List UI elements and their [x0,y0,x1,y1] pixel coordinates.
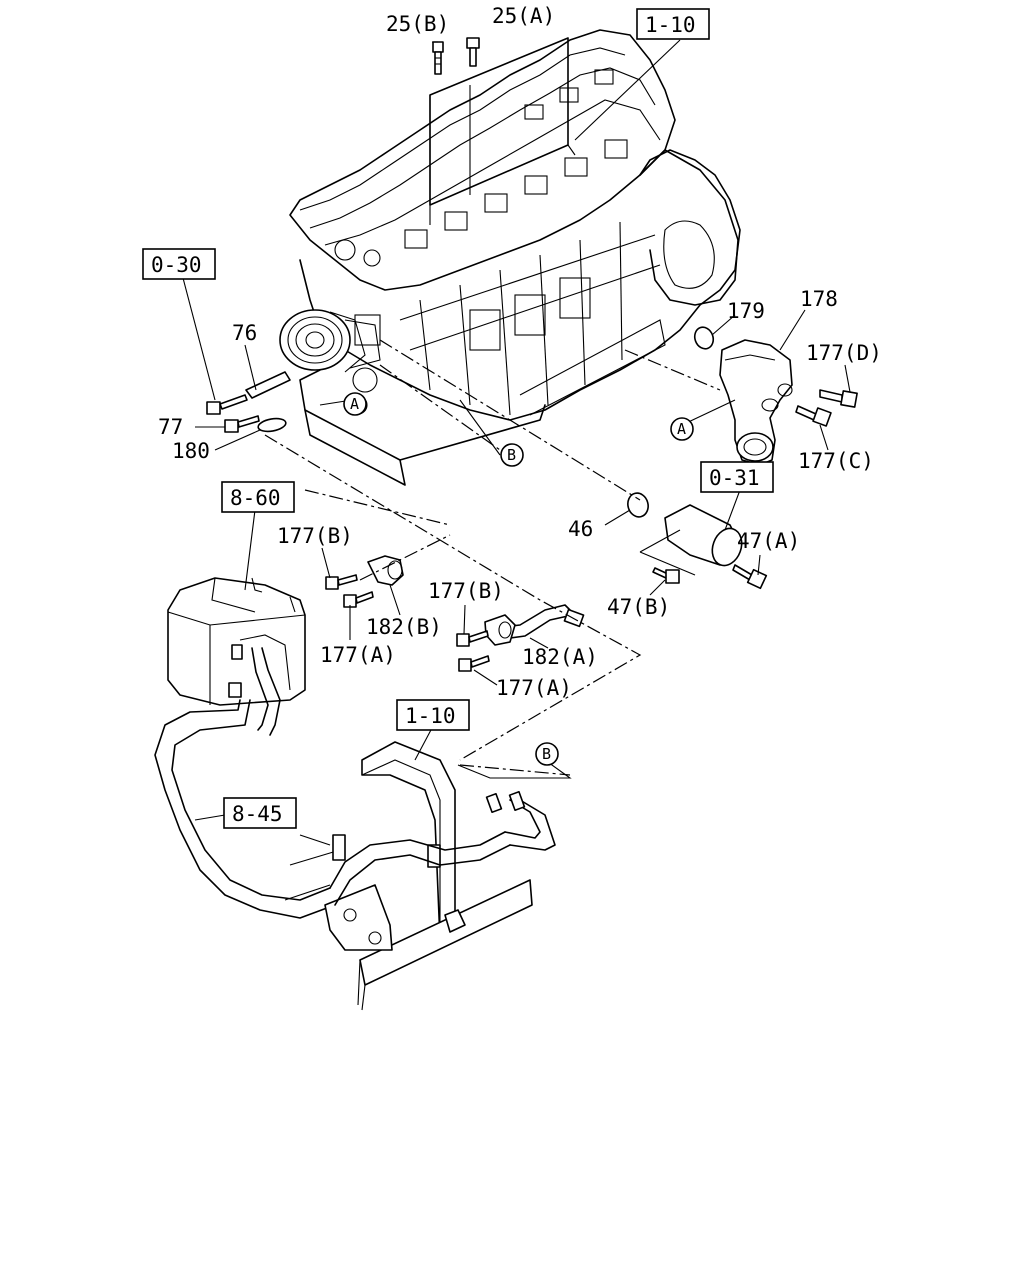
callout-177a-left: 177(A) [320,643,396,667]
o-ring-46-icon [627,492,649,518]
reservoir-tank [167,577,306,706]
callout-182a: 182(A) [522,645,598,669]
callout-76: 76 [232,321,257,345]
leader-lines [182,39,851,821]
dash-lines [264,339,721,776]
svg-text:0-30: 0-30 [151,253,202,277]
bolt-location-frame [429,37,576,225]
callout-182b: 182(B) [366,615,442,639]
callout-77: 77 [158,415,183,439]
ref-box-water-pump[interactable]: 0-30 [142,248,216,280]
thermostat-housing-178 [719,339,793,466]
callout-178: 178 [800,287,838,311]
ref-box-reservoir-tank[interactable]: 8-60 [221,481,295,513]
callout-179: 179 [727,299,765,323]
gasket-180-icon [257,417,287,433]
bolt-47b-icon [652,567,680,584]
bolt-25a-icon [466,37,480,67]
svg-text:1-10: 1-10 [405,704,456,728]
bolt-177a-left-icon [343,591,374,608]
ref-box-radiator[interactable]: 1-10 [396,699,470,731]
callout-25b: 25(B) [386,12,449,36]
svg-text:A: A [350,395,359,413]
marker-b-engine: B [500,443,524,467]
callout-47a: 47(A) [737,529,800,553]
svg-text:B: B [542,745,551,763]
bolt-25b-icon [432,41,444,75]
radiator-hose [329,790,556,906]
bolt-177b-left-icon [325,574,358,590]
svg-text:B: B [507,446,516,464]
bolt-177b-right-icon [456,630,489,647]
marker-b-pipe: B [535,742,559,766]
ref-box-cylinder-head[interactable]: 1-10 [636,8,710,40]
callout-25a: 25(A) [492,4,555,28]
svg-text:1-10: 1-10 [645,13,696,37]
engine-block [289,29,741,486]
callout-177b-right: 177(B) [428,579,504,603]
water-outlet-pipe [639,504,743,576]
callout-177a-right: 177(A) [496,676,572,700]
callout-177b-left: 177(B) [277,524,353,548]
clip-182b-icon [367,555,404,586]
coolant-hose [154,647,336,919]
gasket-76-icon [245,371,291,399]
bolt-near-pump-icon [206,394,248,415]
svg-text:A: A [677,420,686,438]
o-ring-179-icon [693,326,715,350]
callout-177c: 177(C) [798,449,874,473]
svg-text:0-31: 0-31 [709,466,760,490]
bolt-47a-icon [732,564,768,590]
bolt-177c-icon [795,405,832,427]
svg-text:8-45: 8-45 [232,802,283,826]
callout-47b: 47(B) [607,595,670,619]
bolt-177d-icon [819,389,858,408]
radiator [284,741,533,1011]
bolt-177a-right-icon [458,655,490,672]
clip-182a-icon [484,614,516,646]
callout-46: 46 [568,517,593,541]
marker-a-engine: A [343,392,367,416]
bolt-77-icon [224,415,260,433]
callout-180: 180 [172,439,210,463]
callout-177d: 177(D) [806,341,882,365]
ref-box-thermostat-housing[interactable]: 0-31 [700,461,774,493]
svg-text:8-60: 8-60 [230,486,281,510]
marker-a-housing: A [670,417,694,441]
ref-box-hose[interactable]: 8-45 [223,797,297,829]
